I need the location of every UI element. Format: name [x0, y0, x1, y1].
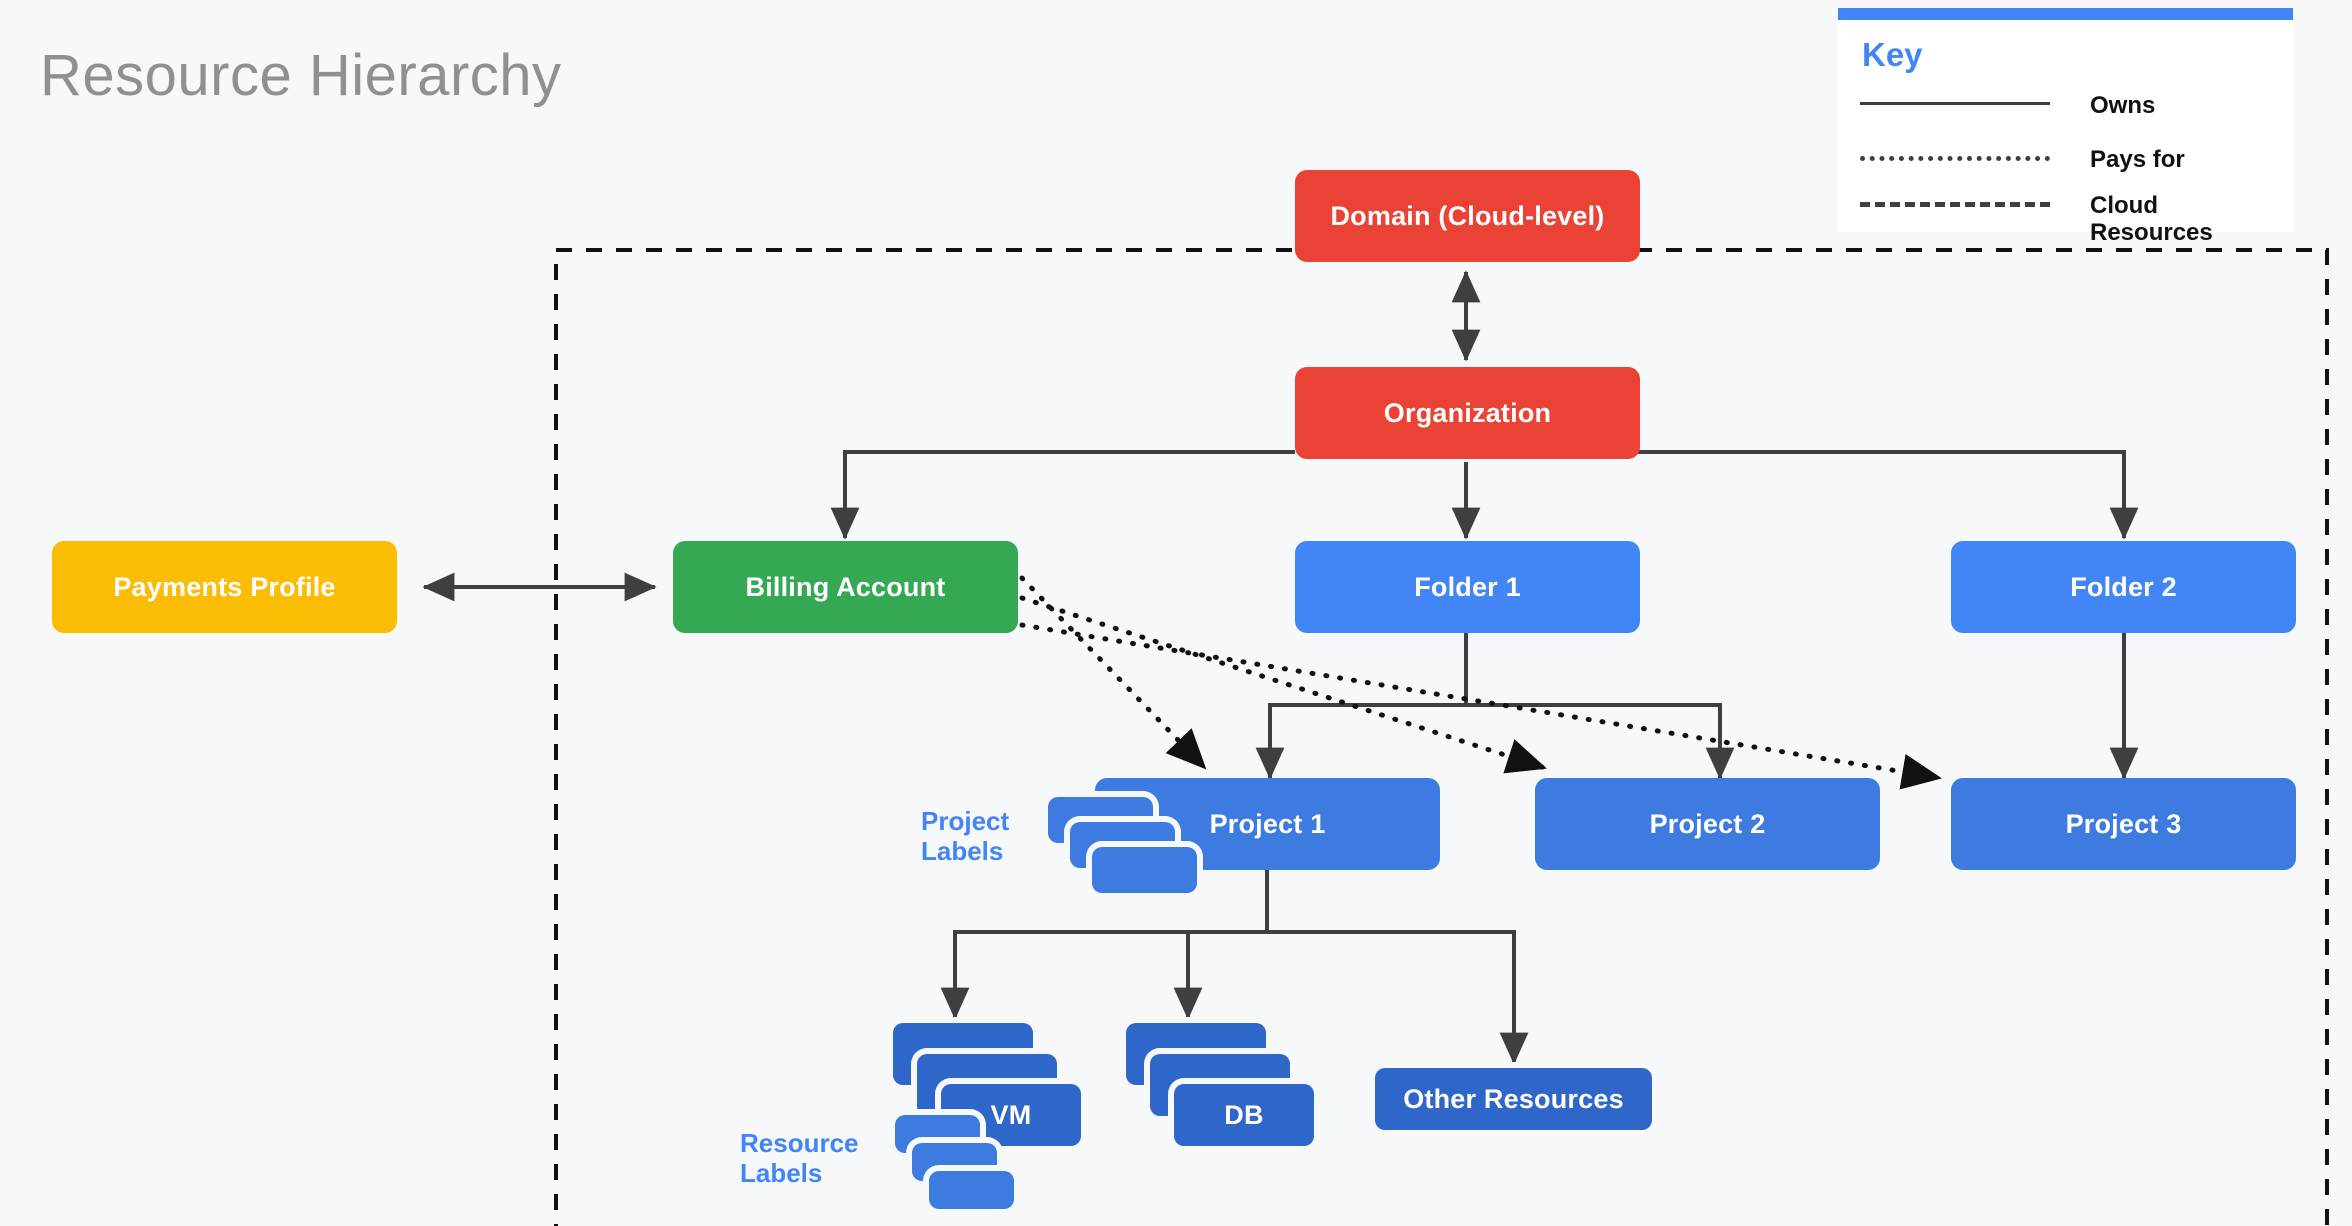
project-labels-annotation: Project Labels	[921, 806, 1010, 866]
resource-labels-annotation: Resource Labels	[740, 1128, 859, 1188]
node-payments-profile[interactable]: Payments Profile	[52, 541, 397, 633]
edge-project1-db	[1173, 930, 1267, 1020]
node-db[interactable]: DB	[1174, 1084, 1314, 1146]
node-domain[interactable]: Domain (Cloud-level)	[1295, 170, 1640, 262]
page-title: Resource Hierarchy	[40, 43, 562, 108]
node-other-resources[interactable]: Other Resources	[1375, 1068, 1652, 1130]
key-label-owns: Owns	[2090, 92, 2156, 119]
node-organization[interactable]: Organization	[1295, 367, 1640, 459]
key-sample-dashed-line	[1860, 202, 2050, 207]
edge-folder1-project2	[1466, 703, 1735, 780]
key-label-cloud-resources: Cloud Resources	[2090, 192, 2213, 246]
key-sample-solid-line	[1860, 102, 2050, 105]
key-row-pays-for: Pays for	[1860, 146, 2280, 173]
edge-billing-pays-project1	[1019, 575, 1208, 771]
key-row-owns: Owns	[1860, 92, 2280, 119]
node-other-resources-label: Other Resources	[1403, 1083, 1624, 1114]
key-legend: Key Owns Pays for Cloud Resources	[1838, 8, 2293, 246]
node-project-3[interactable]: Project 3	[1951, 778, 2296, 870]
edge-billing-pays-project3	[1019, 622, 1943, 790]
edge-folder1-project1	[1255, 627, 1468, 780]
key-sample-dotted-line	[1860, 156, 2050, 161]
node-project-1-label: Project 1	[1209, 808, 1326, 839]
node-folder-1[interactable]: Folder 1	[1295, 541, 1640, 633]
key-row-cloud-resources: Cloud Resources	[1860, 192, 2280, 246]
node-billing-account[interactable]: Billing Account	[673, 541, 1018, 633]
node-project-2[interactable]: Project 2	[1535, 778, 1880, 870]
edge-org-billing	[830, 450, 1295, 540]
node-folder-2-label: Folder 2	[2070, 571, 2177, 602]
project-label-card-3	[1092, 847, 1197, 893]
node-folder-2[interactable]: Folder 2	[1951, 541, 2296, 633]
node-folder-1-label: Folder 1	[1414, 571, 1521, 602]
node-domain-label: Domain (Cloud-level)	[1330, 200, 1605, 231]
node-payments-profile-label: Payments Profile	[113, 571, 336, 602]
node-organization-label: Organization	[1383, 397, 1552, 428]
key-title: Key	[1862, 36, 1923, 73]
node-project-2-label: Project 2	[1649, 808, 1766, 839]
resource-label-card-3	[929, 1171, 1014, 1209]
node-db-label: DB	[1224, 1099, 1264, 1130]
edge-project1-other	[1267, 930, 1529, 1065]
node-project-3-label: Project 3	[2065, 808, 2182, 839]
edge-org-folder2	[1637, 450, 2139, 540]
node-billing-account-label: Billing Account	[745, 571, 946, 602]
node-vm-label: VM	[990, 1099, 1032, 1130]
key-label-pays-for: Pays for	[2090, 146, 2185, 173]
